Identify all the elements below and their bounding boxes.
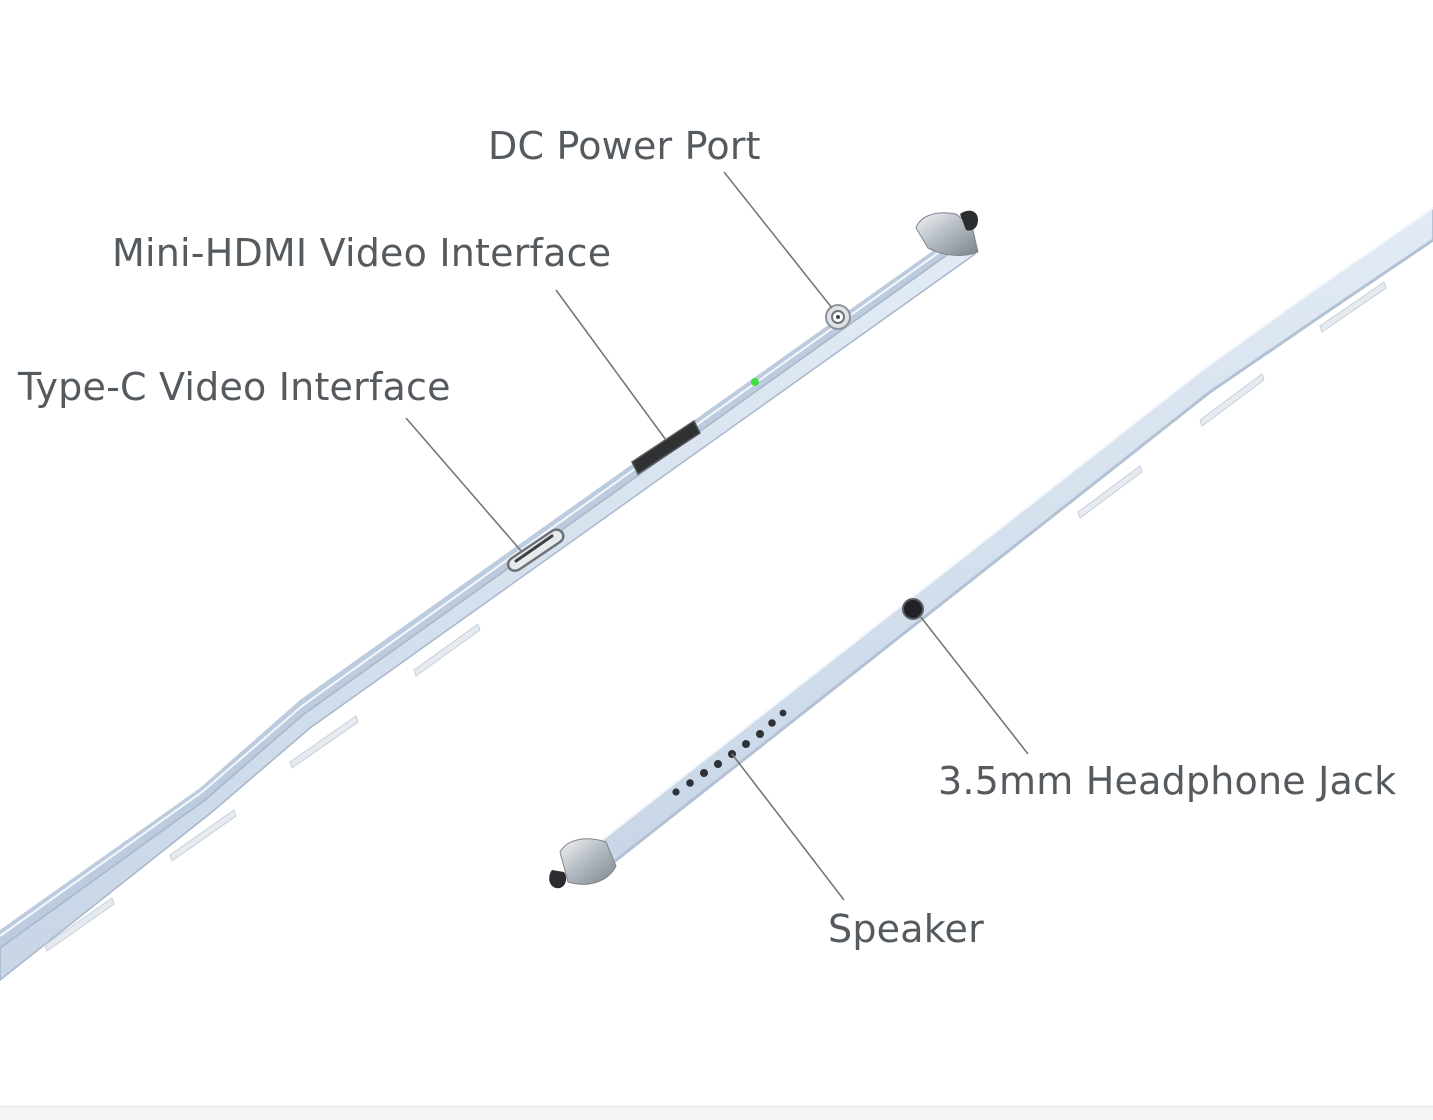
leader-type-c	[405, 417, 523, 553]
leader-headphone	[919, 615, 1029, 755]
speaker-label: Speaker	[828, 907, 984, 951]
leader-lines	[405, 171, 1029, 901]
indicator-led	[751, 378, 759, 386]
dc-power-port-label: DC Power Port	[488, 124, 761, 168]
left-monitor-profile	[0, 210, 979, 981]
right-monitor-profile	[549, 207, 1433, 889]
right-body-lower-edge	[585, 238, 1433, 886]
left-rubber-feet	[44, 623, 481, 952]
leader-mini-hdmi	[555, 289, 667, 441]
right-rubber-feet	[1077, 281, 1387, 519]
headphone-jack	[902, 598, 924, 620]
mini-hdmi-label: Mini-HDMI Video Interface	[112, 231, 612, 275]
left-body	[0, 238, 976, 981]
left-body-highlight	[0, 232, 967, 937]
type-c-port	[506, 528, 565, 572]
left-end-cap	[915, 210, 979, 256]
right-end-cap	[549, 838, 617, 889]
right-body-highlight	[573, 207, 1433, 863]
type-c-label: Type-C Video Interface	[18, 365, 451, 409]
mini-hdmi-port	[631, 419, 701, 476]
leader-dc-power	[723, 171, 833, 309]
headphone-jack-label: 3.5mm Headphone Jack	[938, 759, 1397, 803]
bottom-divider	[0, 1106, 1433, 1120]
leader-speaker	[731, 753, 845, 901]
dc-power-port	[825, 304, 851, 330]
speaker-grille	[672, 709, 787, 796]
